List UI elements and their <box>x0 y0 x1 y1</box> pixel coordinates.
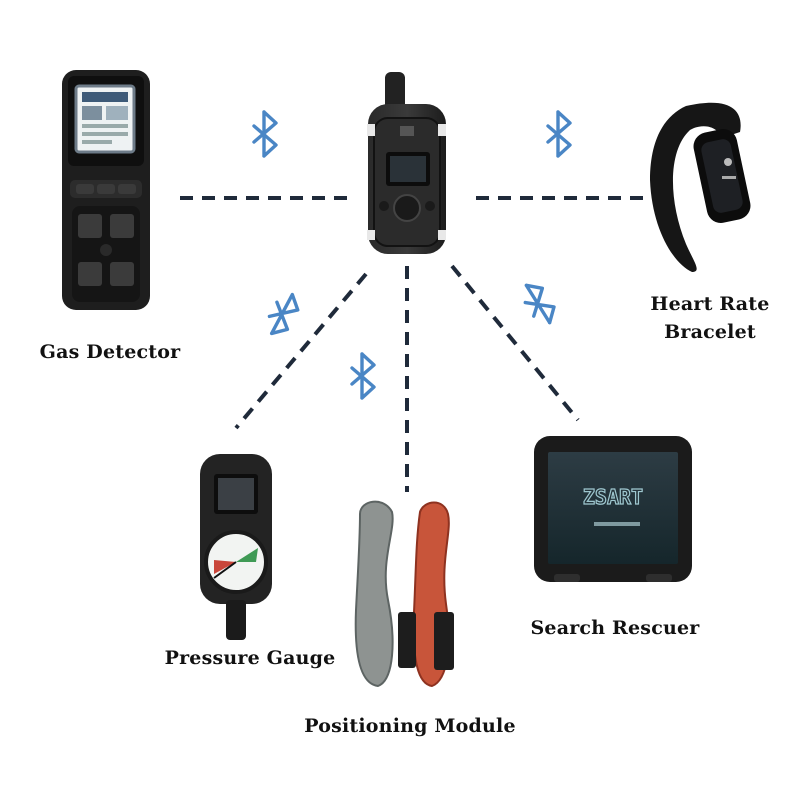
label-positioning-module: Positioning Module <box>304 715 516 737</box>
central-radio-device <box>367 72 446 254</box>
label-heart-rate-line2: Bracelet <box>664 321 756 343</box>
label-pressure-gauge: Pressure Gauge <box>164 647 336 669</box>
tablet-brand: ZSART <box>583 485 643 509</box>
label-search-rescuer: Search Rescuer <box>530 617 700 639</box>
label-heart-rate-line1: Heart Rate <box>650 293 770 315</box>
bluetooth-icon <box>516 277 562 330</box>
connection-lines <box>180 196 650 492</box>
link-pressure-gauge <box>234 272 368 430</box>
bluetooth-icon <box>252 110 278 158</box>
bluetooth-icon <box>546 110 572 158</box>
bluetooth-icon <box>350 352 376 400</box>
search-rescuer-device: ZSART <box>534 436 692 582</box>
positioning-module-device <box>354 500 454 688</box>
pressure-gauge-device <box>200 454 272 640</box>
label-gas-detector: Gas Detector <box>39 341 181 363</box>
gas-detector-device <box>62 70 150 310</box>
bluetooth-icon <box>261 288 305 341</box>
heart-rate-bracelet-device <box>650 102 751 273</box>
label-heart-rate-bracelet: Heart Rate Bracelet <box>630 290 790 346</box>
link-search-rescuer <box>450 264 580 422</box>
